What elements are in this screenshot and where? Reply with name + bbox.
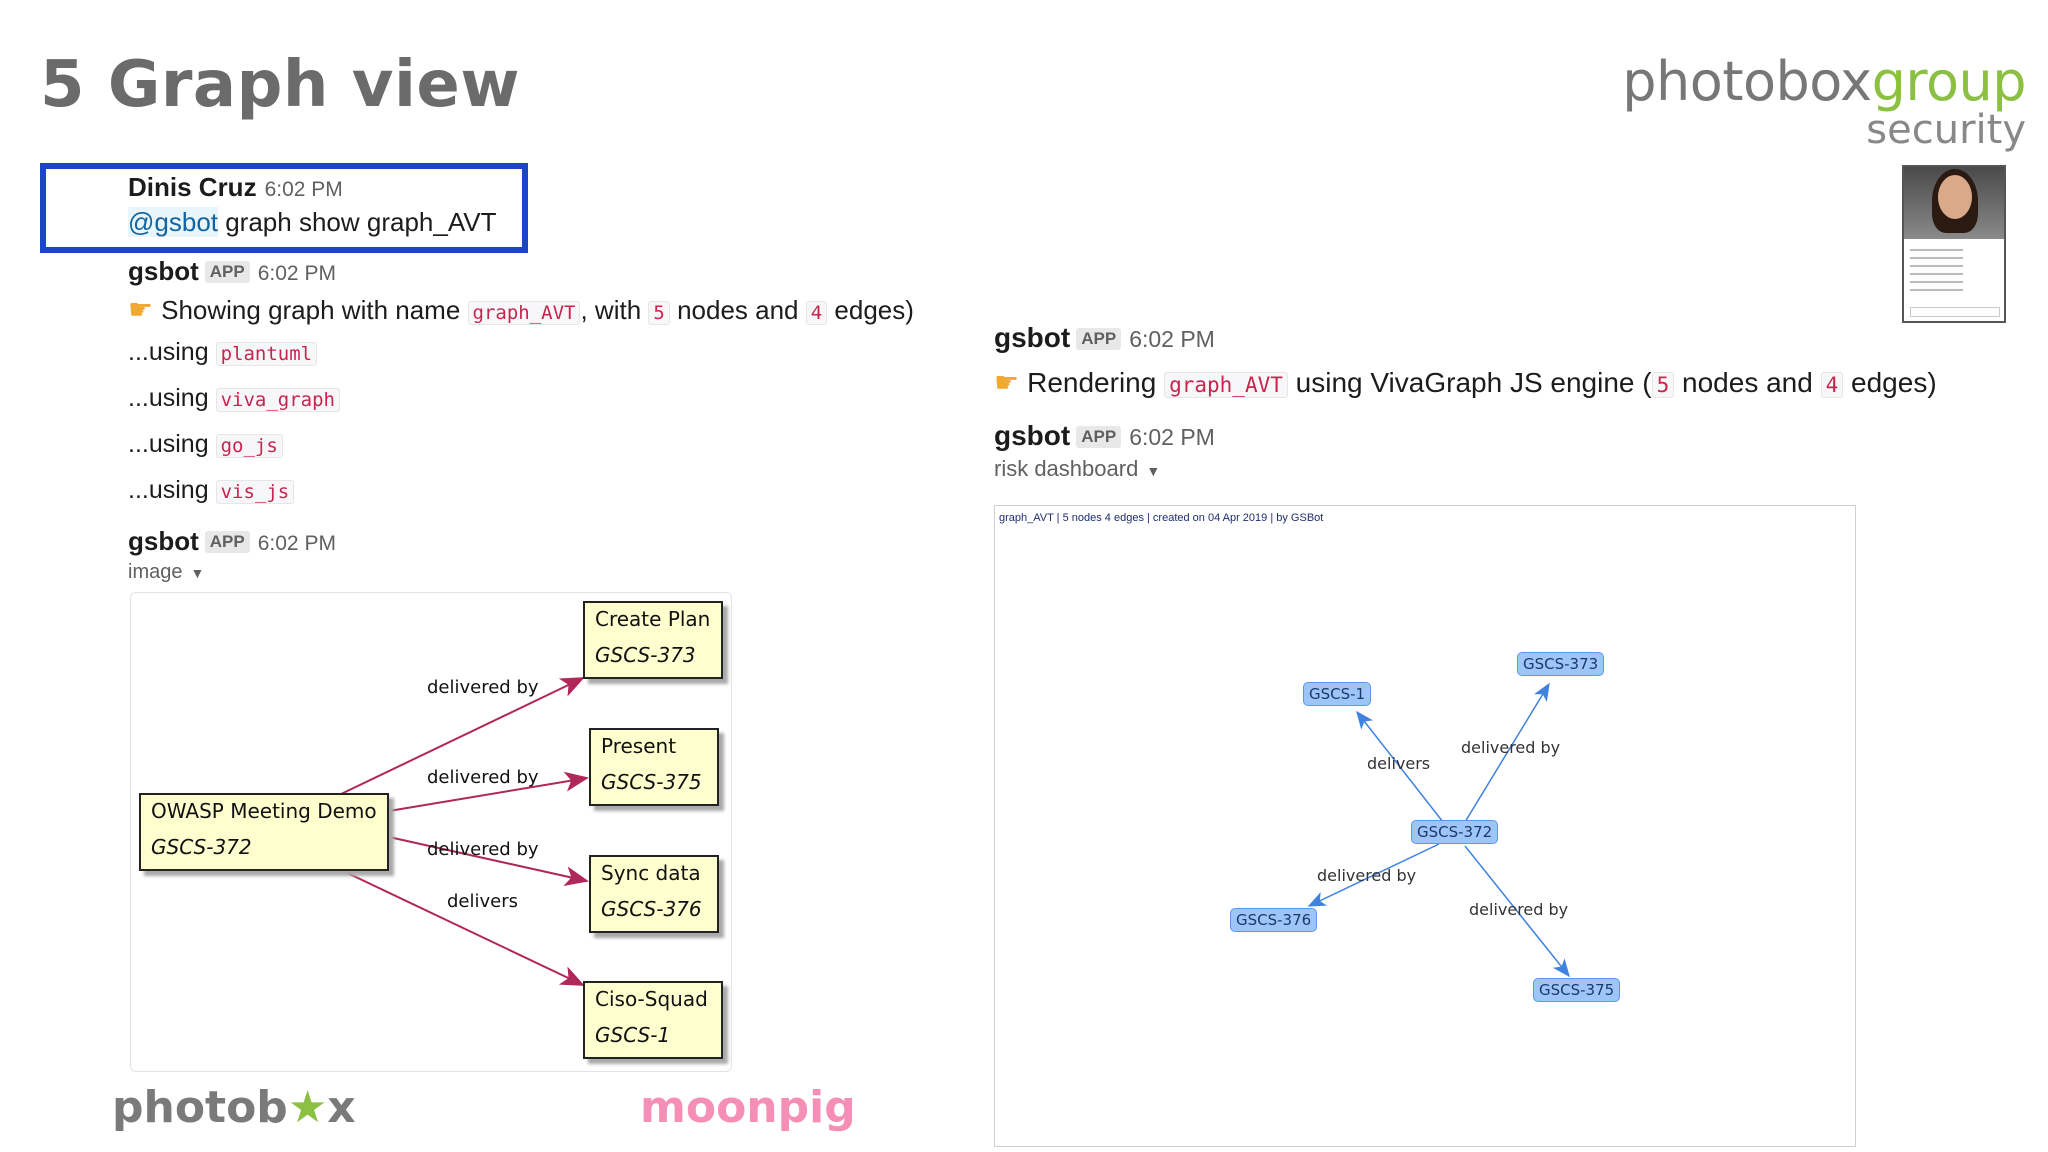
uml-node-376[interactable]: Sync data GSCS-376 bbox=[589, 855, 719, 933]
using-item: ...using plantuml bbox=[128, 338, 318, 367]
edge-label: delivered by bbox=[427, 767, 539, 788]
brand-line2: security bbox=[1866, 107, 2026, 153]
message-text: @gsbot graph show graph_AVT bbox=[128, 207, 496, 238]
edge-372-373 bbox=[338, 677, 585, 796]
author-name[interactable]: gsbot bbox=[128, 256, 199, 286]
plantuml-diagram[interactable]: OWASP Meeting Demo GSCS-372 Create Plan … bbox=[130, 592, 732, 1072]
viva-edges bbox=[1307, 682, 1570, 978]
timestamp[interactable]: 6:02 PM bbox=[257, 262, 336, 285]
edge-label: delivered by bbox=[1461, 738, 1561, 757]
highlight-box bbox=[40, 163, 528, 253]
code-graph-name: graph_AVT bbox=[1164, 372, 1288, 398]
viva-node-gscs-373[interactable]: GSCS-373 bbox=[1517, 652, 1605, 676]
code-nodes: 5 bbox=[648, 301, 670, 325]
author-name[interactable]: gsbot bbox=[128, 526, 199, 556]
code-edges: 4 bbox=[805, 301, 828, 325]
message-dinis: Dinis Cruz 6:02 PM @gsbot graph show grap… bbox=[128, 172, 496, 238]
author-name[interactable]: gsbot bbox=[994, 420, 1071, 451]
timestamp[interactable]: 6:02 PM bbox=[1129, 424, 1215, 450]
edge-372-375 bbox=[1464, 845, 1570, 978]
star-icon: ★ bbox=[287, 1082, 328, 1133]
uml-node-373[interactable]: Create Plan GSCS-373 bbox=[583, 601, 723, 679]
using-item: ...using vis_js bbox=[128, 476, 295, 505]
code-viva-graph: viva_graph bbox=[215, 388, 340, 412]
code-go-js: go_js bbox=[215, 434, 283, 458]
caret-down-icon: ▼ bbox=[1146, 463, 1161, 479]
code-graph-name: graph_AVT bbox=[467, 301, 581, 325]
edge-372-376 bbox=[1307, 843, 1440, 907]
brand-logo: photoboxgroup security bbox=[1622, 50, 2026, 153]
app-badge: APP bbox=[1076, 328, 1122, 350]
edge-label: delivered by bbox=[1469, 900, 1569, 919]
photobox-logo: photob★x bbox=[112, 1082, 356, 1133]
app-badge: APP bbox=[204, 531, 250, 553]
edge-label: delivered by bbox=[427, 677, 539, 698]
uml-node-372[interactable]: OWASP Meeting Demo GSCS-372 bbox=[139, 793, 389, 871]
edge-372-1 bbox=[338, 868, 585, 986]
pointing-hand-icon: ☛ bbox=[994, 367, 1020, 398]
code-plantuml: plantuml bbox=[215, 342, 318, 366]
brand-line1: photoboxgroup bbox=[1622, 50, 2026, 113]
code-edges: 4 bbox=[1820, 372, 1844, 398]
app-badge: APP bbox=[1076, 426, 1122, 448]
code-vis-js: vis_js bbox=[215, 480, 295, 504]
viva-node-gscs-375[interactable]: GSCS-375 bbox=[1533, 978, 1621, 1002]
message-box bbox=[1910, 307, 2000, 317]
avatar bbox=[1904, 167, 2004, 239]
timestamp[interactable]: 6:02 PM bbox=[264, 178, 343, 201]
image-toggle[interactable]: image▼ bbox=[128, 561, 205, 583]
edge-label: delivers bbox=[447, 891, 519, 912]
graph-header: graph_AVT | 5 nodes 4 edges | created on… bbox=[999, 512, 1324, 524]
command-text: graph show graph_AVT bbox=[218, 207, 497, 237]
diagram-edges bbox=[338, 677, 589, 986]
profile-thumbnail bbox=[1902, 165, 2006, 323]
edge-label: delivers bbox=[1367, 754, 1431, 773]
slide-title: 5 Graph view bbox=[40, 48, 520, 122]
viva-node-gscs-1[interactable]: GSCS-1 bbox=[1303, 682, 1372, 706]
caret-down-icon: ▼ bbox=[190, 565, 205, 581]
moonpig-logo: moonpig bbox=[640, 1082, 856, 1133]
author-name[interactable]: Dinis Cruz bbox=[128, 172, 257, 202]
timestamp[interactable]: 6:02 PM bbox=[257, 532, 336, 555]
profile-menu bbox=[1904, 239, 2004, 301]
edge-372-373 bbox=[1464, 682, 1550, 823]
viva-graph-canvas[interactable]: graph_AVT | 5 nodes 4 edges | created on… bbox=[994, 505, 1856, 1147]
message-text: ☛Showing graph with name graph_AVT, with… bbox=[128, 294, 914, 325]
brand-photobox: photobox bbox=[1622, 50, 1872, 113]
uml-node-375[interactable]: Present GSCS-375 bbox=[589, 728, 719, 806]
edge-label: delivered by bbox=[1317, 866, 1417, 885]
code-nodes: 5 bbox=[1651, 372, 1675, 398]
viva-node-gscs-372[interactable]: GSCS-372 bbox=[1411, 820, 1499, 844]
using-item: ...using go_js bbox=[128, 430, 283, 459]
timestamp[interactable]: 6:02 PM bbox=[1129, 326, 1215, 352]
edge-372-376 bbox=[388, 836, 589, 886]
app-badge: APP bbox=[204, 261, 250, 283]
edge-label: delivered by bbox=[427, 839, 539, 860]
edge-372-375 bbox=[388, 771, 589, 812]
pointing-hand-icon: ☛ bbox=[128, 294, 154, 325]
risk-dashboard-toggle[interactable]: risk dashboard▼ bbox=[994, 456, 1161, 481]
author-name[interactable]: gsbot bbox=[994, 322, 1071, 353]
uml-node-1[interactable]: Ciso-Squad GSCS-1 bbox=[583, 981, 723, 1059]
viva-node-gscs-376[interactable]: GSCS-376 bbox=[1230, 908, 1318, 932]
brand-group: group bbox=[1871, 50, 2027, 113]
using-item: ...using viva_graph bbox=[128, 384, 340, 413]
edge-372-1 bbox=[1356, 710, 1444, 823]
mention-gsbot[interactable]: @gsbot bbox=[128, 207, 218, 237]
message-text: ☛Rendering graph_AVT using VivaGraph JS … bbox=[994, 367, 1937, 398]
